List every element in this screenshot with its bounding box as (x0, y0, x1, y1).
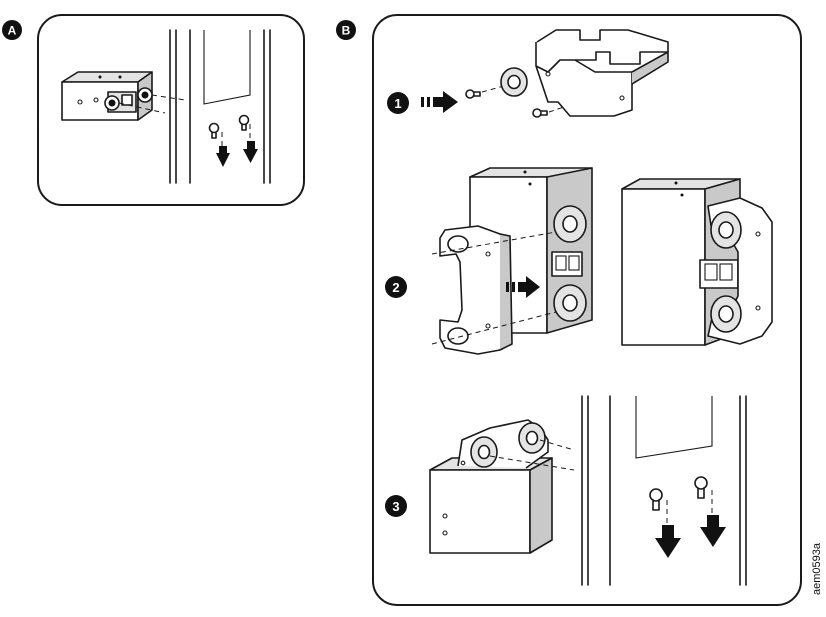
panel-b-badge: B (336, 20, 356, 40)
panel-a-badge: A (2, 20, 22, 40)
figure-code: aem0593a (811, 542, 823, 595)
screw-icon (465, 89, 481, 99)
arrow-icon (216, 153, 230, 167)
keyhole-slot-icon (649, 488, 681, 558)
step-3-rack (581, 395, 747, 586)
panel-a-unit (61, 71, 186, 121)
step-3-badge: 3 (385, 495, 407, 517)
panel-b-label: B (342, 24, 351, 38)
keyhole-slot-icon (694, 476, 726, 547)
screw-icon (532, 108, 548, 118)
arrow-icon (700, 527, 726, 547)
washer-icon (500, 67, 528, 97)
panel-a-label: A (8, 24, 17, 38)
step-3-unit (429, 419, 553, 554)
panel-a-keyhole-right (238, 114, 258, 163)
svg-text:3: 3 (392, 499, 399, 514)
panel-a-rack (169, 29, 271, 184)
panel-a-frame (37, 14, 305, 206)
step-1-arrow (421, 91, 458, 113)
step-1-badge: 1 (387, 92, 409, 114)
rj45-port-icon (121, 94, 133, 106)
arrow-icon (655, 538, 681, 558)
bracket-icon (535, 29, 669, 117)
step-2-arrow (506, 276, 540, 298)
panel-b-frame (372, 14, 802, 606)
svg-text:1: 1 (394, 96, 401, 111)
svg-text:2: 2 (392, 280, 399, 295)
arrow-icon (243, 149, 258, 163)
step-2-badge: 2 (385, 276, 407, 298)
panel-a-keyhole-left (208, 122, 230, 167)
step-2-bracket (439, 225, 513, 355)
step-2-unit-after (621, 178, 773, 346)
